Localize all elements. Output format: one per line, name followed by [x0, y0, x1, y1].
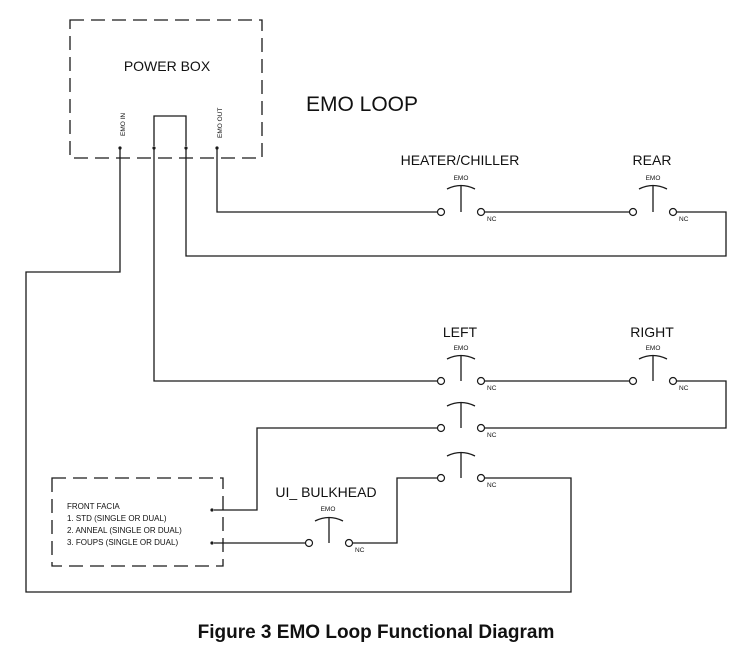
switch-ui-bulkhead-contact-right — [344, 538, 354, 548]
power-box-label: POWER BOX — [124, 58, 211, 74]
wire-bulkhead-to-row3 — [353, 477, 437, 544]
switch-ui-bulkhead-emo: EMO — [321, 506, 336, 513]
switch-row2-head — [446, 401, 476, 407]
switch-right: RIGHT EMO NC — [628, 324, 689, 392]
switch-ui-bulkhead-contact-left — [304, 538, 314, 548]
switch-right-head — [638, 354, 668, 360]
front-facia-item: 1. STD (SINGLE OR DUAL) — [67, 514, 167, 523]
wire-right-to-row2 — [485, 380, 727, 429]
switch-heater-chiller-contact-right — [476, 207, 486, 217]
wire-emo-out — [216, 148, 437, 213]
diagram-title: EMO LOOP — [306, 93, 418, 116]
terminal-facia-out — [210, 541, 214, 545]
switch-right-contact-right — [668, 376, 678, 386]
switch-heater-chiller: HEATER/CHILLER EMO NC — [401, 152, 520, 223]
switch-row3-head — [446, 451, 476, 457]
front-facia-outline — [51, 477, 224, 567]
switch-right-contact-left — [628, 376, 638, 386]
switch-ui-bulkhead-head — [314, 516, 344, 522]
switch-left-head — [446, 354, 476, 360]
jumper-wire — [153, 115, 187, 146]
switch-row2-contact-right — [476, 423, 486, 433]
switch-row3-contact-left — [436, 473, 446, 483]
switch-rear-label: REAR — [633, 152, 672, 168]
switch-rear-contact-right — [668, 207, 678, 217]
switch-heater-chiller-label: HEATER/CHILLER — [401, 152, 520, 168]
switch-rear: REAR EMO NC — [628, 152, 689, 223]
switch-rear-head — [638, 184, 668, 190]
switch-row2: NC — [436, 401, 497, 439]
switch-rear-contact-left — [628, 207, 638, 217]
front-facia: FRONT FACIA 1. STD (SINGLE OR DUAL) 2. A… — [51, 477, 224, 567]
switch-row2-contact-left — [436, 423, 446, 433]
switch-heater-chiller-nc: NC — [487, 216, 497, 223]
figure-caption: Figure 3 EMO Loop Functional Diagram — [198, 622, 555, 643]
switch-right-nc: NC — [679, 385, 689, 392]
switch-row2-nc: NC — [487, 432, 497, 439]
switch-ui-bulkhead-label: UI_ BULKHEAD — [275, 484, 376, 500]
switch-heater-chiller-emo: EMO — [454, 175, 469, 182]
switch-left-nc: NC — [487, 385, 497, 392]
front-facia-item: 2. ANNEAL (SINGLE OR DUAL) — [67, 526, 182, 535]
wiring — [25, 148, 727, 593]
switch-row3-contact-right — [476, 473, 486, 483]
switch-rear-nc: NC — [679, 216, 689, 223]
switch-heater-chiller-contact-left — [436, 207, 446, 217]
switch-heater-chiller-head — [446, 184, 476, 190]
front-facia-item: 3. FOUPS (SINGLE OR DUAL) — [67, 538, 178, 547]
wire-row2-to-facia — [214, 427, 437, 511]
wire-return-emo-in — [25, 148, 572, 593]
switch-left-contact-right — [476, 376, 486, 386]
wire-to-left — [153, 148, 437, 382]
power-box: POWER BOX EMO IN EMO OUT — [69, 19, 263, 159]
switch-row3: NC — [436, 451, 497, 489]
switch-left: LEFT EMO NC — [436, 324, 497, 392]
wire-rear-return — [185, 148, 727, 257]
switch-rear-emo: EMO — [646, 175, 661, 182]
switch-row3-nc: NC — [487, 482, 497, 489]
power-box-outline — [69, 19, 263, 159]
switch-ui-bulkhead-nc: NC — [355, 547, 365, 554]
switch-ui-bulkhead: UI_ BULKHEAD EMO NC — [275, 484, 376, 554]
switch-left-emo: EMO — [454, 345, 469, 352]
switch-left-label: LEFT — [443, 324, 478, 340]
switch-right-emo: EMO — [646, 345, 661, 352]
emo-in-label: EMO IN — [120, 113, 127, 136]
switch-left-contact-left — [436, 376, 446, 386]
emo-out-label: EMO OUT — [217, 108, 224, 138]
front-facia-title: FRONT FACIA — [67, 502, 120, 511]
switch-right-label: RIGHT — [630, 324, 674, 340]
terminal-facia-in — [210, 508, 214, 512]
